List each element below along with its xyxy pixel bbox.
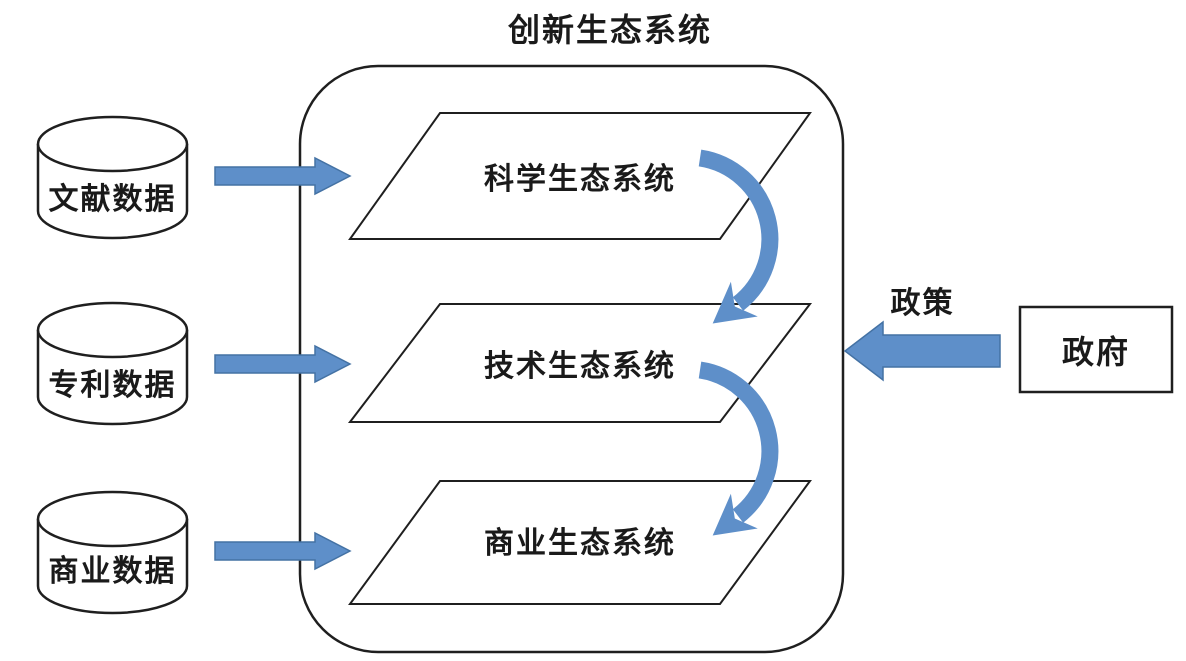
technology-ecosystem-label: 技术生态系统 [484,349,676,384]
literature-data-arrow [214,156,352,196]
business-database-cylinder [36,490,189,615]
business-data-arrow [214,531,352,571]
business-ecosystem-label: 商业生态系统 [484,526,676,561]
literature-database-label: 文献数据 [48,182,177,217]
government-label: 政府 [1061,333,1130,371]
science-to-technology-arrow [698,149,779,324]
policy-label: 政策 [890,286,955,321]
policy-arrow [843,320,1001,382]
technology-to-business-arrow [698,361,779,536]
business-ecosystem-parallelogram [348,480,812,605]
technology-ecosystem-parallelogram [347,303,813,423]
science-ecosystem-label: 科学生态系统 [484,162,676,197]
science-ecosystem-parallelogram [348,112,812,240]
government-box [1018,305,1174,394]
literature-database-cylinder [36,115,189,240]
diagram-title: 创新生态系统 [507,11,712,49]
business-database-label: 商业数据 [48,554,177,589]
patent-data-arrow [214,344,352,384]
patent-database-label: 专利数据 [48,368,177,403]
patent-database-cylinder [36,301,189,426]
